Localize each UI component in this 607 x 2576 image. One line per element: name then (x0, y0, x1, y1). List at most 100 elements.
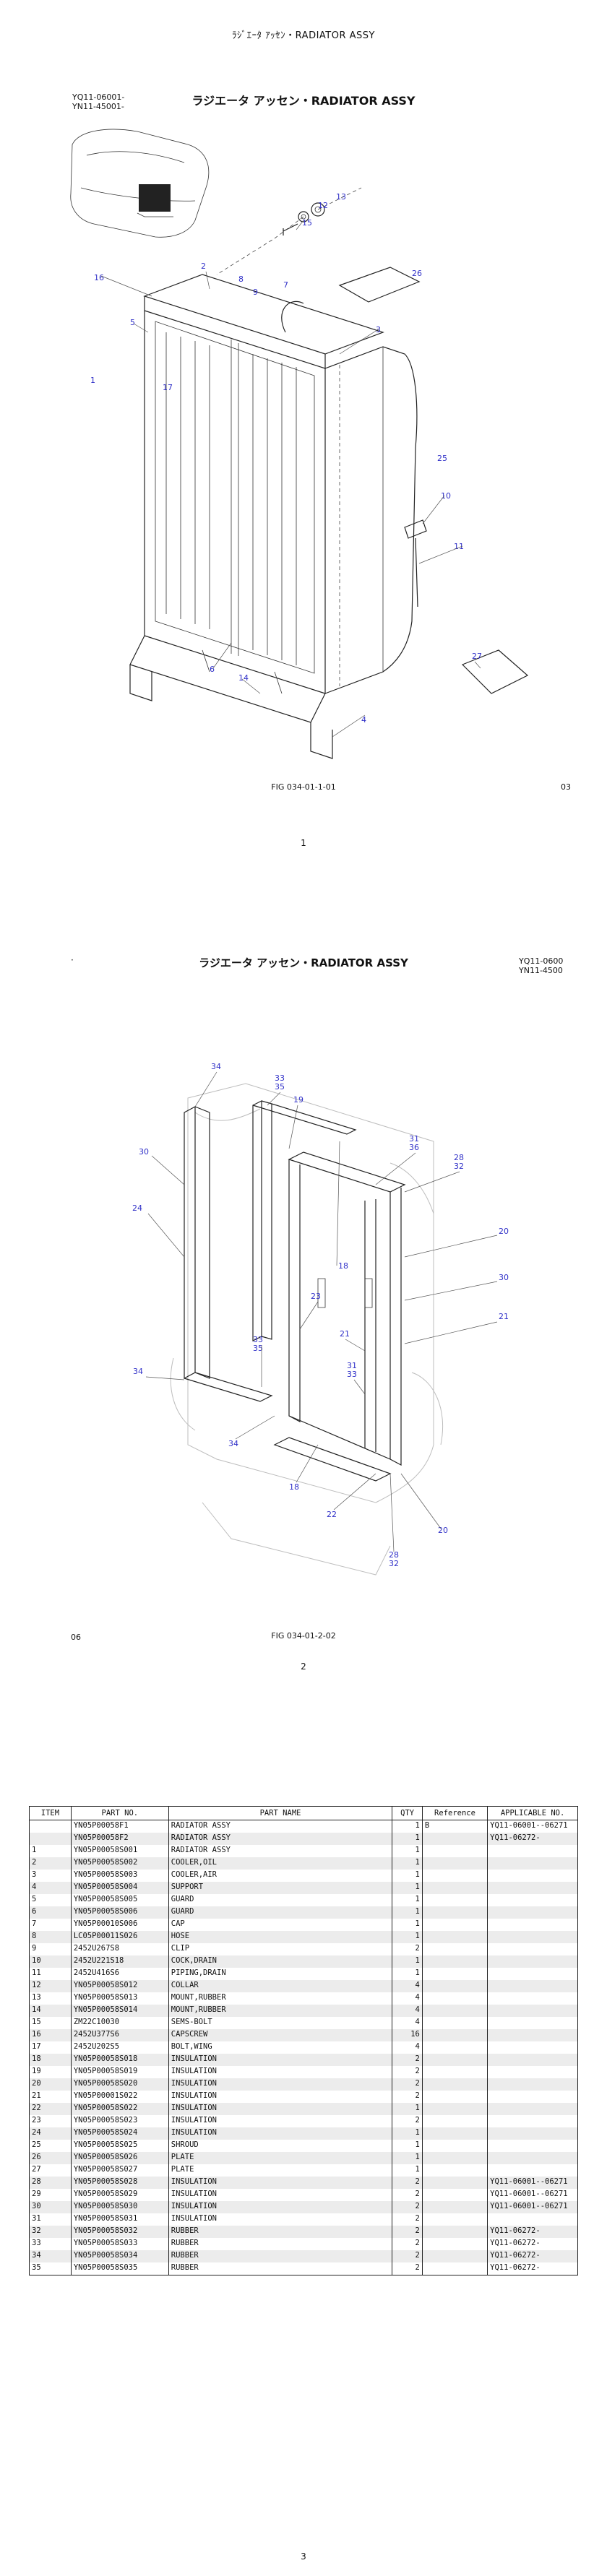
callout-18-bottom: 18 (289, 1482, 299, 1492)
cell-app (487, 2091, 578, 2103)
callout-36: 36 (409, 1143, 419, 1152)
cell-qty: 1 (392, 1870, 423, 1882)
cell-ref (421, 2250, 488, 2262)
cell-part-no: 2452U202S5 (70, 2041, 169, 2054)
cell-qty: 1 (392, 1955, 423, 1968)
cell-ref (421, 2164, 488, 2177)
cell-app (487, 1992, 578, 2005)
cell-part-no: YN05P00058S012 (70, 1980, 169, 1992)
cell-name: MOUNT,RUBBER (168, 2005, 393, 2017)
cell-item: 26 (29, 2152, 72, 2164)
cell-ref (421, 1833, 488, 1845)
cell-app: YQ11-06001--06271 (487, 2177, 578, 2189)
cell-qty: 2 (392, 2078, 423, 2091)
callout-6: 6 (210, 665, 215, 674)
cell-part-no: YN05P00058F2 (70, 1833, 169, 1845)
cell-item: 15 (29, 2017, 72, 2029)
callout-32-left: 30 (139, 1147, 149, 1157)
callout-5: 5 (130, 318, 135, 327)
cell-qty: 2 (392, 2189, 423, 2201)
callout-4: 4 (361, 715, 366, 725)
cell-item: 3 (29, 1870, 72, 1882)
cell-item: 32 (29, 2226, 72, 2238)
callout-16: 16 (94, 273, 104, 282)
cell-qty: 1 (392, 1968, 423, 1980)
cell-ref (421, 2127, 488, 2140)
cell-name: BOLT,WING (168, 2041, 393, 2054)
cell-qty: 1 (392, 1833, 423, 1845)
cell-qty: 1 (392, 1857, 423, 1870)
cell-part-no: YN05P00058S018 (70, 2054, 169, 2066)
cell-app (487, 1857, 578, 1870)
cell-item: 20 (29, 2078, 72, 2091)
cell-item: 12 (29, 1980, 72, 1992)
cell-name: INSULATION (168, 2189, 393, 2201)
bullet-mark: · (71, 955, 74, 965)
cell-part-no: 2452U267S8 (70, 1943, 169, 1955)
cell-name: INSULATION (168, 2054, 393, 2066)
cell-app (487, 1943, 578, 1955)
small-parts (216, 187, 529, 694)
cell-part-no: YN05P00058S025 (70, 2140, 169, 2152)
cell-ref (421, 2041, 488, 2054)
cell-qty: 2 (392, 1943, 423, 1955)
cell-part-no: YN05P00058S005 (70, 1894, 169, 1906)
cell-part-no: YN05P00001S022 (70, 2091, 169, 2103)
running-header: ﾗｼﾞｴｰﾀ ｱｯｾﾝ・RADIATOR ASSY (232, 30, 375, 41)
callout-labels: 1 2 3 4 5 6 7 8 9 10 11 12 13 14 15 16 1… (90, 192, 482, 738)
cell-part-no: YN05P00058S031 (70, 2213, 169, 2226)
callout-22: 22 (327, 1510, 337, 1519)
cell-ref (421, 2005, 488, 2017)
callout-19: 19 (293, 1095, 304, 1105)
cell-name: RUBBER (168, 2250, 393, 2262)
cell-qty: 4 (392, 1980, 423, 1992)
cell-qty: 2 (392, 2054, 423, 2066)
cell-part-no: YN05P00058S001 (70, 1845, 169, 1857)
cell-part-no: YN05P00058S022 (70, 2103, 169, 2115)
cell-qty: 1 (392, 1906, 423, 1919)
callout-33: 32 (454, 1162, 464, 1171)
cell-app: YQ11-06272- (487, 2238, 578, 2250)
cell-name: INSULATION (168, 2115, 393, 2127)
cell-app (487, 1894, 578, 1906)
cell-app: YQ11-06272- (487, 1833, 578, 1845)
page-number: 3 (301, 2551, 306, 2562)
cell-item: 21 (29, 2091, 72, 2103)
insulation-frames (184, 1100, 406, 1482)
cell-ref (421, 1955, 488, 1968)
cell-qty: 4 (392, 2041, 423, 2054)
cell-name: CAPSCREW (168, 2029, 393, 2041)
cell-qty: 1 (392, 1820, 423, 1833)
cell-part-no: YN05P00058S028 (70, 2177, 169, 2189)
callout-9: 9 (253, 288, 258, 297)
callout-23: 23 (311, 1292, 321, 1301)
page-title: ラジエータ アッセン・RADIATOR ASSY (199, 956, 408, 969)
cell-ref (421, 1906, 488, 1919)
cell-ref: B (421, 1820, 488, 1833)
cell-qty: 2 (392, 2115, 423, 2127)
cell-app (487, 2005, 578, 2017)
cell-name: PIPING,DRAIN (168, 1968, 393, 1980)
cell-part-no: YN05P00058S019 (70, 2066, 169, 2078)
cell-part-no: YN05P00058S033 (70, 2238, 169, 2250)
cell-name: RUBBER (168, 2262, 393, 2275)
cell-item: 33 (29, 2238, 72, 2250)
callout-21-mid: 21 (340, 1329, 350, 1339)
cell-part-no: ZM22C10030 (70, 2017, 169, 2029)
cell-ref (421, 1992, 488, 2005)
callout-27: 27 (472, 652, 482, 661)
page-number: 1 (301, 838, 306, 848)
cell-qty: 2 (392, 2091, 423, 2103)
cell-item: 28 (29, 2177, 72, 2189)
